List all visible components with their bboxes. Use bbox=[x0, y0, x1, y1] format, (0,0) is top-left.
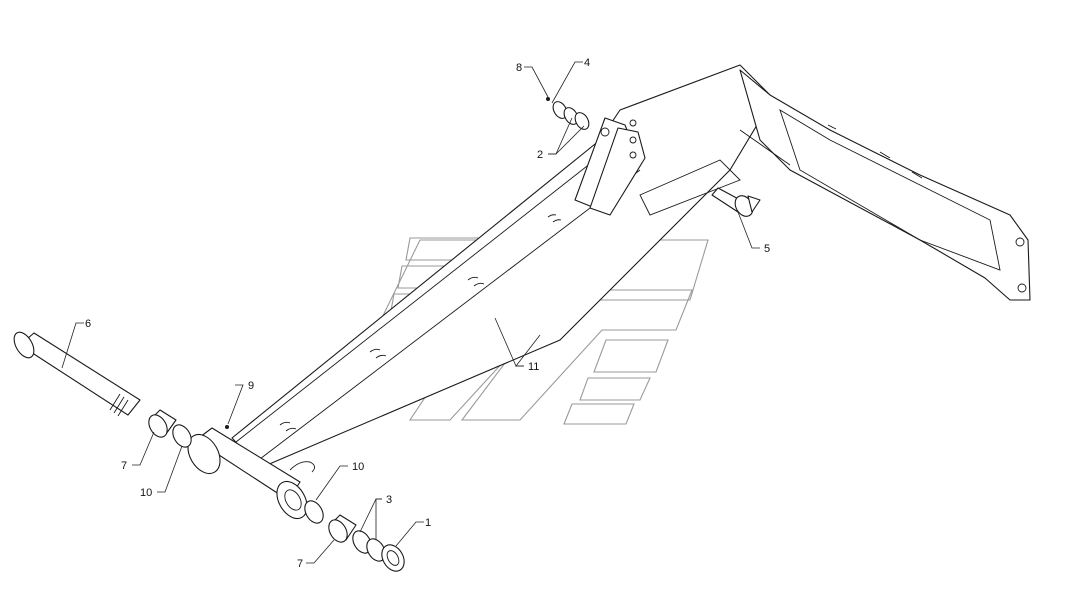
callout-3: 3 bbox=[386, 494, 392, 506]
callout-11: 11 bbox=[528, 361, 539, 373]
callout-7-right: 7 bbox=[297, 558, 303, 570]
pin-shaft bbox=[13, 331, 141, 417]
bushing-right bbox=[328, 514, 357, 543]
grease-fitting-tube bbox=[225, 425, 229, 429]
washers-right bbox=[352, 530, 386, 562]
callout-9: 9 bbox=[248, 380, 254, 392]
boom-arm bbox=[231, 64, 1031, 473]
small-pin bbox=[711, 187, 761, 217]
bushing-left bbox=[148, 409, 177, 438]
callout-4: 4 bbox=[584, 57, 590, 69]
leader-lines bbox=[61, 61, 760, 564]
callout-10-right: 10 bbox=[352, 461, 364, 473]
top-rings bbox=[552, 101, 590, 130]
callout-2: 2 bbox=[537, 149, 543, 161]
callout-1: 1 bbox=[425, 517, 431, 529]
grease-fitting-top bbox=[546, 97, 550, 101]
pivot-tube bbox=[187, 427, 308, 520]
callout-6: 6 bbox=[85, 318, 91, 330]
callout-10-left: 10 bbox=[140, 487, 152, 499]
callout-8: 8 bbox=[516, 62, 522, 74]
ring-right-10 bbox=[304, 500, 324, 524]
callout-5: 5 bbox=[764, 243, 770, 255]
nut-right bbox=[381, 544, 405, 572]
callout-7-left: 7 bbox=[121, 460, 127, 472]
ring-left bbox=[172, 424, 192, 448]
